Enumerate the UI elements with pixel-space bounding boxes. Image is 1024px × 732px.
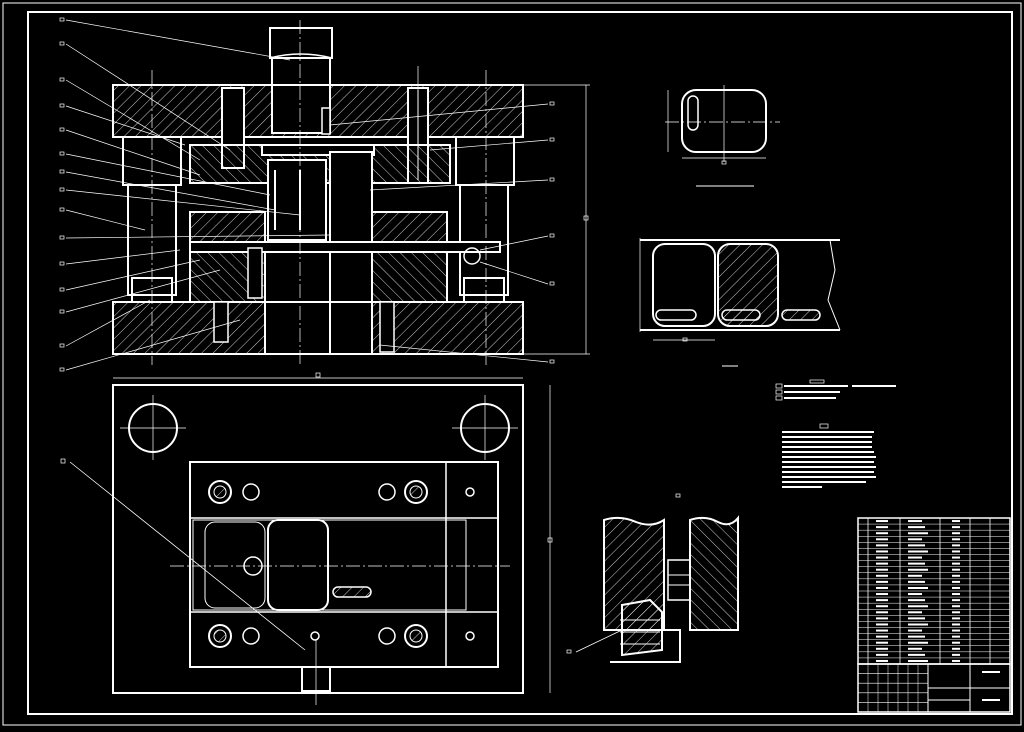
callout-leader — [65, 209, 146, 231]
callout-marker — [59, 17, 65, 22]
bill-of-materials — [857, 517, 1011, 665]
assembly-section-view — [112, 20, 590, 365]
callout-leader — [65, 299, 151, 347]
callout-marker — [59, 41, 65, 46]
callout-marker — [59, 169, 65, 174]
callout-marker — [549, 137, 555, 142]
callout-marker — [549, 281, 555, 286]
part-detail-view — [665, 85, 780, 187]
callout-leader — [65, 259, 201, 291]
callout-marker — [59, 103, 65, 108]
callout-marker — [59, 187, 65, 192]
sheet-border-inner — [27, 11, 1013, 715]
strip-layout-view — [639, 238, 841, 367]
callout-marker — [59, 343, 65, 348]
callout-leader — [65, 171, 276, 211]
callout-marker — [59, 309, 65, 314]
callout-marker — [59, 261, 65, 266]
callout-leader — [65, 269, 221, 313]
callout-leader — [65, 129, 201, 176]
callout-leader — [65, 43, 231, 151]
callout-marker — [59, 151, 65, 156]
callout-marker — [59, 77, 65, 82]
callout-leader — [65, 79, 201, 161]
callout-leader — [65, 105, 186, 146]
callout-leader — [429, 139, 549, 151]
callout-leader — [65, 234, 331, 239]
callout-marker — [549, 233, 555, 238]
callout-marker — [549, 101, 555, 106]
callout-leader — [329, 103, 549, 126]
callout-leader — [65, 19, 291, 61]
callout-leader — [65, 319, 241, 371]
callout-leader — [65, 189, 301, 216]
callout-leader — [65, 153, 271, 196]
technical-notes — [675, 379, 896, 498]
callout-marker — [549, 177, 555, 182]
callout-leader — [369, 179, 549, 191]
callout-leader — [479, 261, 549, 285]
right-callout-leaders — [329, 101, 555, 364]
callout-marker — [59, 207, 65, 212]
callout-leader — [379, 344, 549, 363]
callout-leader — [65, 249, 181, 265]
callout-marker — [59, 287, 65, 292]
callout-marker — [59, 235, 65, 240]
callout-leader — [479, 235, 549, 251]
detail-section-view — [566, 515, 739, 663]
callout-marker — [59, 367, 65, 372]
callout-marker — [59, 127, 65, 132]
plan-view — [60, 372, 553, 705]
left-callout-leaders — [59, 17, 331, 372]
title-block — [857, 663, 1011, 713]
callout-marker — [549, 359, 555, 364]
